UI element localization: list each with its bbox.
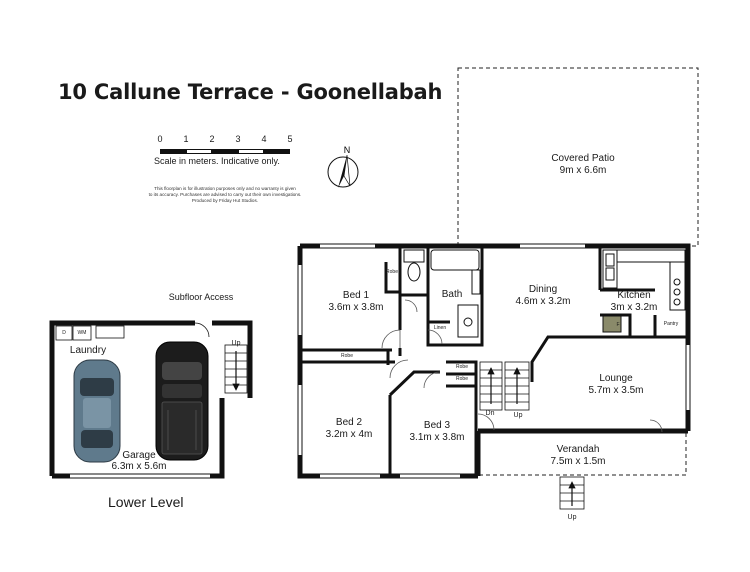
stair-up-label: Up — [231, 340, 241, 347]
bed1-size: 3.6m x 3.8m — [328, 302, 384, 313]
plan-title: 10 Callune Terrace - Goonellabah — [58, 80, 443, 104]
subfloor-access-label: Subfloor Access — [168, 292, 234, 302]
house-interior-walls — [300, 246, 688, 476]
disclaimer: This floorplan is for illustration purpo… — [130, 186, 320, 204]
laundry-label: Laundry — [69, 345, 107, 356]
lounge-size: 5.7m x 3.5m — [588, 385, 644, 396]
disclaimer-line: This floorplan is for illustration purpo… — [154, 186, 296, 191]
scale-segment — [160, 149, 186, 154]
scale-segment — [212, 149, 238, 154]
kitchen-counters — [602, 249, 686, 333]
scale-tick: 1 — [183, 134, 189, 144]
linen-label: Linen — [433, 325, 447, 331]
black-ute-icon — [155, 341, 209, 461]
bed1-label: Bed 1 — [342, 290, 370, 301]
dining-label: Dining — [528, 284, 558, 295]
covered-patio-label: Covered Patio — [551, 153, 615, 164]
bath-fixtures — [403, 249, 481, 338]
verandah-size: 7.5m x 1.5m — [550, 456, 606, 467]
bath-label: Bath — [441, 289, 463, 300]
scale-segment — [238, 149, 264, 154]
scale-tick: 0 — [157, 134, 163, 144]
door-swings — [381, 299, 663, 433]
robe-label: Robe — [456, 364, 468, 370]
front-steps-up-label: Up — [567, 514, 577, 521]
house-windows — [298, 244, 690, 478]
robe-label: Robe — [341, 353, 353, 359]
scale-tick: 3 — [235, 134, 241, 144]
robe-label: Robe — [456, 376, 468, 382]
bed2-label: Bed 2 — [335, 417, 363, 428]
north-letter: N — [344, 145, 351, 155]
covered-patio-outline — [457, 67, 699, 247]
disclaimer-line: Produced by Friday Hut Studios. — [191, 198, 259, 203]
lower-level-label: Lower Level — [108, 494, 184, 510]
bed2-size: 3.2m x 4m — [325, 429, 373, 440]
blue-car-icon — [73, 359, 121, 463]
garage-size: 6.3m x 5.6m — [111, 461, 167, 472]
fridge-label: F — [616, 322, 620, 328]
dryer-label: D — [62, 330, 66, 336]
robe-label: Robe — [386, 269, 398, 275]
north-arrow-icon — [327, 154, 359, 188]
kitchen-label: Kitchen — [617, 290, 651, 301]
scale-segment — [264, 149, 290, 154]
scale-segment — [186, 149, 212, 154]
scale-tick: 2 — [209, 134, 215, 144]
bed3-label: Bed 3 — [423, 420, 451, 431]
verandah-label: Verandah — [556, 444, 600, 455]
stair-up-label: Up — [513, 412, 523, 419]
washer-label: WM — [77, 330, 87, 336]
front-steps — [559, 476, 585, 510]
scale-ticks: 0 1 2 3 4 5 — [157, 134, 294, 148]
disclaimer-line: to its accuracy. Purchases are advised t… — [148, 192, 302, 197]
bed3-size: 3.1m x 3.8m — [409, 432, 465, 443]
dining-size: 4.6m x 3.2m — [515, 296, 571, 307]
kitchen-size: 3m x 3.2m — [610, 302, 658, 313]
house-stairs — [479, 361, 530, 411]
scale-caption: Scale in meters. Indicative only. — [154, 156, 280, 166]
stair-down-label: Dn — [485, 410, 495, 417]
covered-patio-size: 9m x 6.6m — [559, 165, 607, 176]
scale-bar — [160, 149, 290, 154]
scale-tick: 4 — [261, 134, 267, 144]
lounge-label: Lounge — [599, 373, 633, 384]
garage-fixtures — [55, 322, 248, 394]
scale-tick: 5 — [287, 134, 293, 144]
pantry-label: Pantry — [663, 321, 679, 327]
garage-label: Garage — [122, 450, 156, 461]
